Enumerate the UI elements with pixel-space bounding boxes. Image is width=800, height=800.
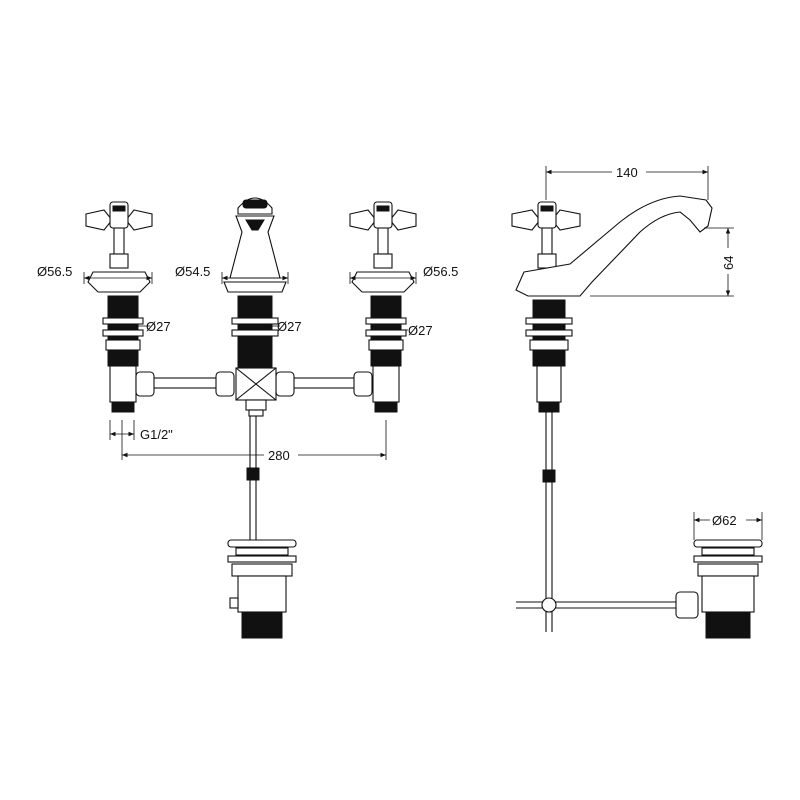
- spout-height-label: 64: [721, 256, 736, 270]
- side-waste: [693, 539, 763, 639]
- side-handle: [511, 201, 581, 269]
- dimension-labels: Ø56.5 Ø54.5 Ø56.5 Ø27 Ø27 Ø27 G1/2" 280 …: [36, 163, 746, 529]
- side-spout-body: [515, 195, 713, 297]
- right-handle-diameter-label: Ø56.5: [423, 264, 458, 279]
- center-spout: [223, 197, 287, 377]
- thread-size-label: G1/2": [140, 427, 173, 442]
- dimension-lines: [83, 166, 763, 540]
- front-view: [85, 197, 417, 639]
- connecting-pipework: [135, 367, 373, 417]
- front-waste: [227, 539, 297, 639]
- spout-reach-label: 140: [616, 165, 638, 180]
- valve-spacing-label: 280: [268, 448, 290, 463]
- right-valve: [349, 201, 417, 413]
- left-handle-diameter-label: Ø56.5: [37, 264, 72, 279]
- left-shank-diameter-label: Ø27: [146, 319, 171, 334]
- side-view: [511, 195, 763, 639]
- waste-diameter-label: Ø62: [712, 513, 737, 528]
- pop-up-rod: [246, 416, 260, 540]
- center-shank-diameter-label: Ø27: [277, 319, 302, 334]
- spout-diameter-label: Ø54.5: [175, 264, 210, 279]
- right-shank-diameter-label: Ø27: [408, 323, 433, 338]
